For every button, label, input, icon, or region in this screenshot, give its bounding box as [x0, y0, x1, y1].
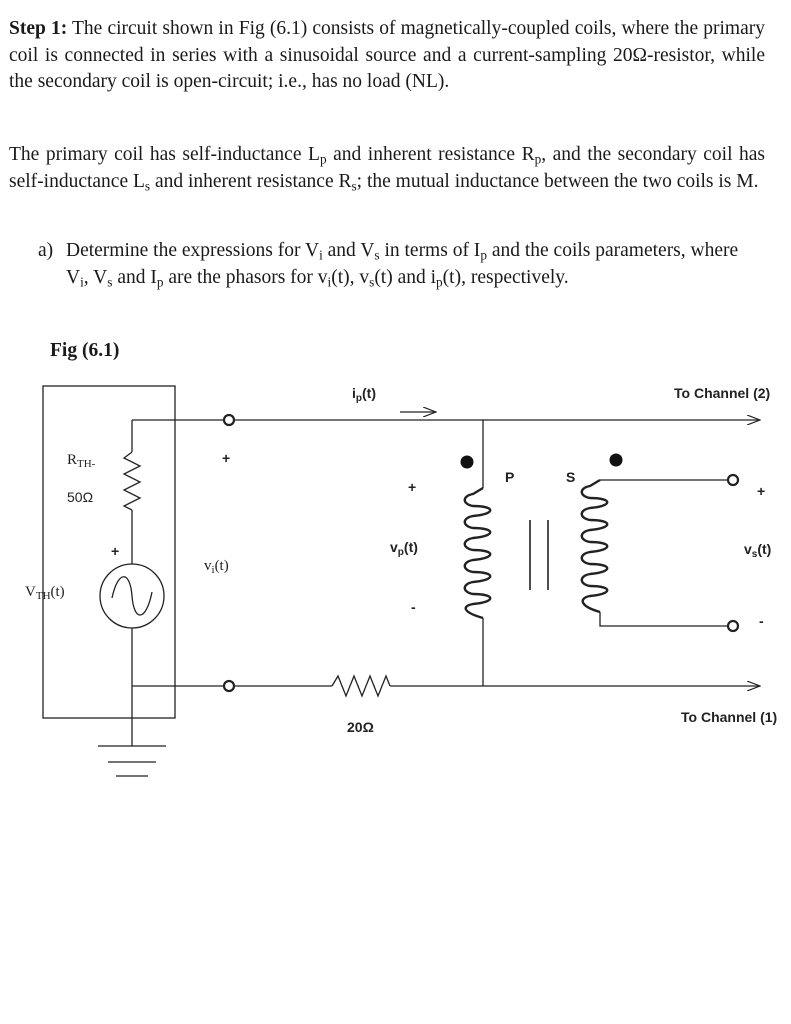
subscript: p — [480, 247, 487, 263]
subscript: s — [374, 247, 380, 263]
text-run: (t), respectively. — [442, 266, 569, 288]
text-run: (t), v — [331, 266, 370, 288]
text-run: and I — [112, 266, 157, 288]
text-run: The primary coil has self-inductance L — [9, 144, 320, 165]
subscript: s — [369, 274, 375, 290]
vs-minus: - — [759, 613, 764, 629]
secondary-coil — [580, 478, 609, 614]
text-run: and inherent resistance R — [326, 144, 535, 165]
sine-icon — [111, 576, 153, 616]
source-plus: + — [111, 543, 119, 559]
secondary-label: S — [566, 469, 575, 485]
vi-plus: + — [222, 450, 230, 466]
primary-label: P — [505, 469, 514, 485]
secondary-polarity-dot — [609, 453, 623, 467]
text-run: and the coils parameters, where V — [66, 240, 739, 288]
question-a-label: a) — [38, 240, 54, 261]
subscript: s — [351, 178, 357, 194]
terminal-secondary-bottom — [726, 619, 740, 633]
text-run: (t) and i — [374, 266, 437, 288]
vs-plus: + — [757, 483, 765, 499]
subscript: i — [80, 274, 84, 290]
rth-label: RTH- — [67, 452, 96, 470]
figure-caption: Fig (6.1) — [50, 340, 120, 361]
text-run: in terms of I — [379, 240, 481, 261]
step-text: The circuit shown in Fig (6.1) consists … — [9, 18, 765, 92]
text-run: Determine the expressions for V — [66, 240, 320, 261]
terminal-secondary-top — [726, 473, 740, 487]
subscript: s — [144, 178, 151, 194]
subscript: i — [319, 247, 323, 263]
sense-resistor-label: 20Ω — [347, 719, 374, 735]
vp-minus: - — [411, 599, 416, 615]
terminal-bottom — [222, 679, 236, 693]
step-label: Step 1: — [9, 18, 68, 39]
ip-label: ip(t) — [352, 385, 376, 404]
thevenin-source-box — [42, 385, 176, 719]
vp-plus: + — [408, 479, 416, 495]
question-a: a)Determine the expressions for Vi and V… — [38, 238, 758, 291]
primary-polarity-dot — [460, 455, 474, 469]
channel-1-label: To Channel (1) — [681, 709, 777, 725]
text-run: , V — [83, 266, 108, 288]
subscript: p — [156, 274, 164, 290]
terminal-top — [222, 413, 236, 427]
text-run: and inherent resistance R — [150, 170, 352, 192]
sense-resistor — [331, 674, 391, 698]
channel-2-label: To Channel (2) — [674, 385, 770, 401]
text-run: ; the mutual inductance between the two … — [356, 170, 759, 192]
subscript: p — [436, 274, 443, 290]
text-run: , and the secondary coil has self-induct… — [9, 144, 766, 192]
vth-label: VTH(t) — [25, 584, 65, 602]
rth-value: 50Ω — [67, 489, 93, 505]
vp-label: vp(t) — [390, 539, 418, 558]
primary-coil — [463, 486, 492, 620]
step-1-paragraph: Step 1: The circuit shown in Fig (6.1) c… — [9, 16, 765, 96]
subscript: s — [107, 274, 113, 290]
question-a-text: Determine the expressions for Vi and Vs … — [66, 238, 758, 291]
rth-resistor — [122, 451, 142, 511]
vi-label: vi(t) — [204, 558, 229, 576]
vs-label: vs(t) — [744, 541, 771, 560]
subscript: p — [319, 151, 327, 167]
circuit-diagram: RTH- 50Ω + VTH(t) + vi(t) ip(t) + vp(t) … — [25, 385, 777, 777]
text-run: and V — [322, 240, 375, 261]
subscript: i — [327, 274, 332, 290]
text-run: are the phasors for v — [163, 266, 328, 288]
wire-secondary-bottom — [599, 612, 728, 627]
coil-parameters-paragraph: The primary coil has self-inductance Lp … — [9, 142, 765, 195]
subscript: p — [534, 151, 542, 167]
